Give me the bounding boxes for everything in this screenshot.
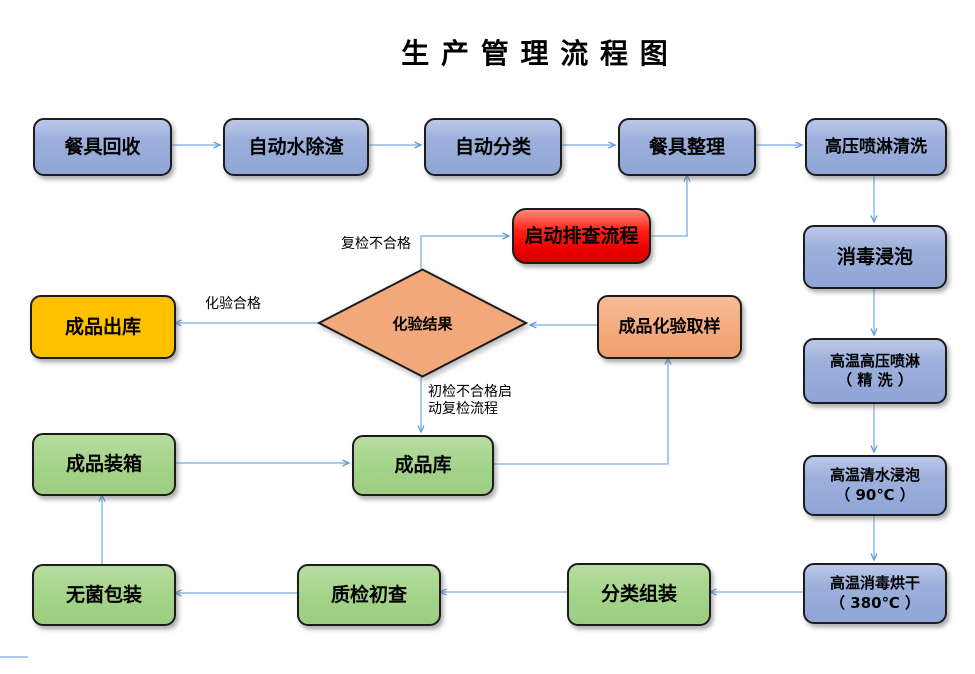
node-sorting-assembly: 分类组装 xyxy=(567,563,711,626)
node-auto-water-deslagging: 自动水除渣 xyxy=(223,118,369,176)
node-label: 高温高压喷淋 （ 精 洗 ） xyxy=(829,351,920,390)
node-label: 消毒浸泡 xyxy=(836,245,913,268)
node-label: 无菌包装 xyxy=(65,583,142,606)
edge-label-test-passed: 化验合格 xyxy=(205,296,261,312)
node-sterile-packaging: 无菌包装 xyxy=(32,564,176,626)
node-label: 餐具整理 xyxy=(648,135,725,158)
node-label: 高温消毒烘干 （ 380℃ ） xyxy=(829,574,920,612)
node-product-warehouse: 成品库 xyxy=(352,435,494,496)
node-label: 高压喷淋清洗 xyxy=(825,136,927,157)
node-label: 化验结果 xyxy=(392,314,453,333)
node-label: 成品库 xyxy=(394,454,452,477)
node-tableware-arranging: 餐具整理 xyxy=(618,118,756,176)
diamond-shape xyxy=(316,268,529,378)
node-product-lab-sampling: 成品化验取样 xyxy=(597,295,742,359)
node-high-temp-high-pressure-spray: 高温高压喷淋 （ 精 洗 ） xyxy=(803,338,947,404)
node-label: 质检初查 xyxy=(330,583,407,606)
node-high-pressure-spray-washing: 高压喷淋清洗 xyxy=(805,118,947,176)
node-high-temp-disinfect-drying: 高温消毒烘干 （ 380℃ ） xyxy=(803,563,947,624)
node-label: 餐具回收 xyxy=(64,135,141,158)
node-high-temp-water-soaking: 高温清水浸泡 （ 90℃ ） xyxy=(803,455,947,516)
edge-label-recheck-failed: 复检不合格 xyxy=(341,236,411,252)
node-lab-result-decision: 化验结果 xyxy=(316,268,529,378)
node-quality-initial-check: 质检初查 xyxy=(297,564,441,626)
node-start-investigation-process: 启动排查流程 xyxy=(512,208,651,264)
node-product-outbound: 成品出库 xyxy=(30,295,176,359)
node-label: 成品出库 xyxy=(64,315,141,338)
edge-label-initial-check-failed: 初检不合格启 动复检流程 xyxy=(428,384,512,417)
node-label: 分类组装 xyxy=(600,583,677,606)
node-tableware-recycling: 餐具回收 xyxy=(33,118,172,176)
node-disinfection-soaking: 消毒浸泡 xyxy=(803,225,947,289)
node-label: 高温清水浸泡 （ 90℃ ） xyxy=(829,466,920,504)
node-label: 成品装箱 xyxy=(65,453,142,476)
node-label: 自动分类 xyxy=(454,135,531,158)
page-title: 生 产 管 理 流 程 图 xyxy=(401,37,669,70)
node-product-boxing: 成品装箱 xyxy=(32,433,176,496)
node-label: 自动水除渣 xyxy=(248,135,344,158)
node-label: 成品化验取样 xyxy=(618,316,721,337)
node-label: 启动排查流程 xyxy=(524,224,639,247)
node-auto-sorting: 自动分类 xyxy=(424,118,562,176)
